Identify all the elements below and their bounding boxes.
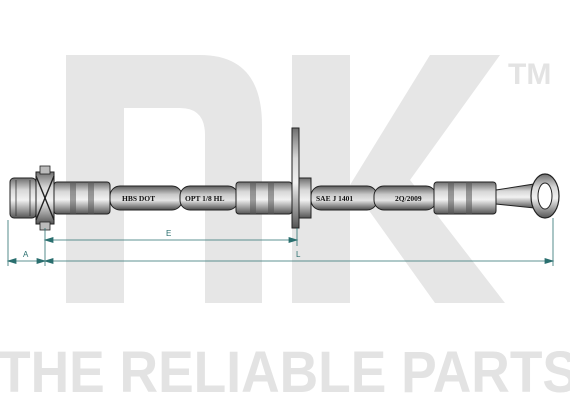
dimension-e-label: E	[166, 229, 171, 238]
dimension-lines	[6, 218, 555, 266]
hose-label-4: 2Q/2009	[395, 194, 422, 203]
slogan-watermark: THE RELIABLE PARTS	[0, 340, 570, 400]
hose-label-2: OPT 1/8 HL	[185, 194, 224, 203]
banjo-eye-fitting	[530, 173, 560, 219]
left-nut	[9, 177, 37, 219]
hose-label-1: HBS DOT	[122, 194, 155, 203]
hose-label-3: SAE J 1401	[316, 194, 353, 203]
brake-hose: HBS DOT OPT 1/8 HL SAE J 1401 2Q/2009	[9, 127, 560, 231]
left-ferrule	[53, 181, 111, 215]
dimension-l-label: L	[296, 250, 301, 259]
middle-ferrule	[235, 181, 293, 215]
trademark-symbol: TM	[508, 58, 551, 91]
left-clip	[35, 165, 55, 231]
nk-watermark-logo	[66, 55, 505, 303]
right-ferrule	[433, 181, 497, 215]
dimension-a-label: A	[23, 250, 29, 259]
banjo-neck	[495, 183, 535, 209]
